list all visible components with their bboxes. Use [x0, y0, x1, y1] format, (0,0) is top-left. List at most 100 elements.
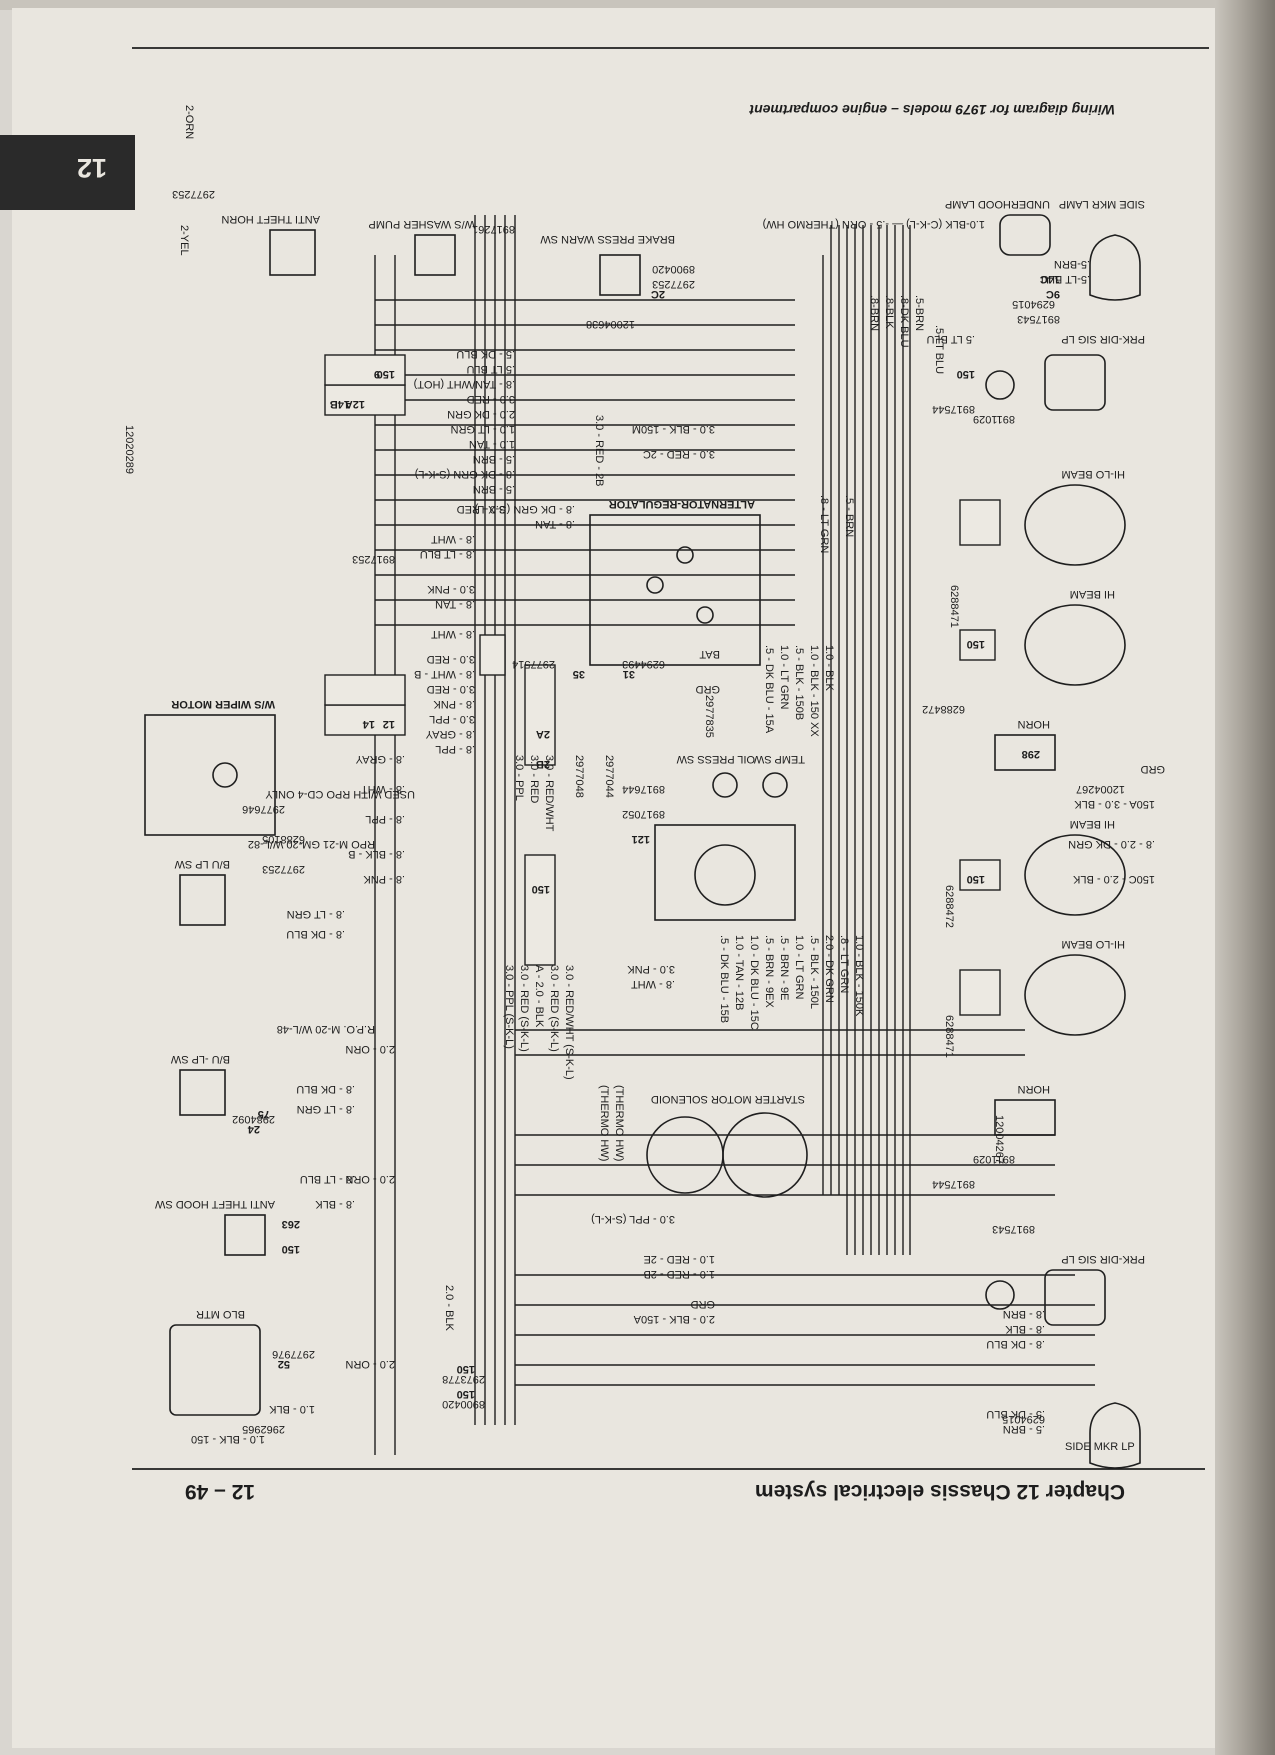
- wire-label: .8 - PNK: [363, 873, 405, 885]
- wire-label: .8 - TAN/WHT (HOT): [413, 378, 515, 390]
- wire-label: 3.0 - RED (S-K-L): [548, 965, 560, 1052]
- wire-label: .8-DK BLU: [898, 295, 910, 348]
- side-mkr-lamp-left-icon: [1089, 234, 1141, 301]
- part-number: 8917253: [352, 553, 395, 565]
- prk-dir-sig-lp-left: [985, 354, 1106, 411]
- prk-dir-sig-lp-right: [985, 1269, 1106, 1326]
- wire-label: 150A - 3.0 - BLK: [1074, 798, 1155, 810]
- wire-label: GRD: [695, 683, 720, 695]
- connector: [524, 854, 556, 966]
- wire-label: .8 - 2.0 - DK GRN: [1068, 838, 1155, 850]
- wire-label: .5 - DK BLU - 15A: [763, 645, 775, 734]
- bulkhead-connector: [324, 674, 406, 706]
- ws-washer-pump-group: [414, 234, 456, 276]
- wire-label: .8 - BLK - B: [348, 848, 405, 860]
- part-number: 8917261: [472, 223, 515, 235]
- starter-motor-solenoid-group: [646, 1112, 808, 1198]
- solenoid-icon: [646, 1116, 724, 1194]
- part-number: 8917544: [932, 403, 975, 415]
- part-number: 6288471: [943, 1015, 955, 1058]
- part-number: 2962965: [242, 1423, 285, 1435]
- bu-lp-sw-2-icon: [179, 1069, 226, 1116]
- part-number: 2977044: [603, 755, 615, 798]
- wire-label: .8 - GRAY: [425, 728, 475, 740]
- part-number: 2977048: [573, 755, 585, 798]
- starter-motor-solenoid-label: STARTER MOTOR SOLENOID: [650, 1093, 805, 1105]
- part-number: 8917544: [932, 1178, 975, 1190]
- horn-left-icon: [994, 734, 1056, 771]
- distributor-cap-icon: [694, 844, 756, 906]
- wire-label: .8 - TAN: [535, 518, 575, 530]
- connector-label: 121: [631, 833, 650, 845]
- part-number: 6288105: [262, 833, 305, 845]
- wire-label: .5 - BRN - 9E: [778, 935, 790, 1001]
- blo-mtr-label: BLO MTR: [196, 1308, 245, 1320]
- part-number: 8917644: [622, 783, 665, 795]
- headlamp-connector: [959, 859, 1001, 891]
- alternator-regulator-group: [589, 514, 761, 666]
- headlamp-connector: [959, 629, 996, 661]
- distributor-icon: [654, 824, 796, 921]
- horizontal-runs-lower: [375, 299, 795, 626]
- bulkhead-connector: [324, 354, 406, 386]
- wire-label: .8 - BLK: [315, 1198, 355, 1210]
- ws-wiper-motor-group: [144, 714, 276, 836]
- hi-beam-left-label: HI BEAM: [1069, 588, 1115, 600]
- wire-label: 1.0 - RED - 2E: [643, 1253, 715, 1265]
- connector-label: 2C: [650, 288, 665, 300]
- bu-lp-sw-2-label: B/U -LP SW: [170, 1053, 230, 1065]
- connector-label: 263: [281, 1218, 300, 1230]
- part-number: 12020289: [123, 425, 135, 474]
- fuse-block-connectors: [324, 354, 556, 966]
- wire-label: .8 - WHT - B: [414, 668, 475, 680]
- wire-label: 3.0 - RED: [426, 653, 475, 665]
- connector-label: 9C: [1045, 288, 1060, 300]
- wire-label: 1.0 - DK BLU - 15C: [748, 935, 760, 1030]
- underhood-lamp-label: UNDERHOOD LAMP: [944, 198, 1050, 210]
- diagram-title: Wiring diagram for 1979 models – engine …: [748, 102, 1115, 118]
- wire-label: .8 - LT GRN: [296, 1103, 355, 1115]
- connector-label: 2A: [535, 728, 550, 740]
- wire-label: .8 - LT GRN: [818, 495, 830, 554]
- side-mkr-lp-right-icon: [1089, 1402, 1141, 1469]
- oil-press-sw-label: OIL PRESS SW: [676, 753, 755, 765]
- wire-label: 3.0 - RED: [426, 683, 475, 695]
- bu-lp-sw-group: [179, 874, 226, 1116]
- hi-beam-right-label: HI BEAM: [1069, 818, 1115, 830]
- wire-label: 2.0 - ORN: [345, 1173, 395, 1185]
- wire-label: 1.0 - RED - 2B: [643, 1268, 715, 1280]
- wire-label: BAT: [699, 648, 720, 660]
- part-number: 6294015: [1002, 1413, 1045, 1425]
- wire-label: .5 - BRN - 9EX: [763, 935, 775, 1008]
- alternator-regulator-icon: [589, 514, 761, 666]
- wire-label: .8 - WHT: [431, 628, 475, 640]
- connector-label: 150: [456, 1363, 475, 1375]
- temp-sw-label: TEMP SW: [753, 753, 805, 765]
- wire-label: 1.0 - LT GRN: [450, 423, 515, 435]
- connector-label: 14B: [329, 398, 350, 410]
- part-number: 6288472: [943, 885, 955, 928]
- anti-theft-hood-sw-label: ANTI THEFT HOOD SW: [155, 1198, 275, 1210]
- book-spine-shadow: [1215, 0, 1275, 1755]
- connector-label: 24: [247, 1123, 260, 1135]
- wire-label: .8 - PPL: [365, 813, 405, 825]
- part-number: 8917543: [992, 1223, 1035, 1235]
- wire-label: 3.0 - PNK: [427, 583, 475, 595]
- headlamp-connector: [959, 969, 1001, 1016]
- wire-label: 2.0 - ORN: [345, 1043, 395, 1055]
- wire-label: 1.0 - LT GRN: [778, 645, 790, 710]
- bulb-icon: [985, 370, 1015, 400]
- oil-press-sw-icon: [712, 772, 738, 798]
- wire-label: .5 - BLK - 150L: [808, 935, 820, 1009]
- wire-label: .8 - DK GRN (S-X-L): [474, 503, 575, 515]
- hi-lo-beam-left-label: HI-LO BEAM: [1061, 468, 1125, 480]
- horn-right-icon: [994, 1099, 1056, 1136]
- wire-label: 3.0 - RED - 2C: [642, 448, 715, 460]
- wire-label: .5 - BLK - 150B: [793, 645, 805, 721]
- connector-label: 35: [572, 668, 585, 680]
- page-number: 12 – 49: [185, 1480, 255, 1503]
- prk-dir-sig-lp-left-icon: [1044, 354, 1106, 411]
- part-number: 6288471: [948, 585, 960, 628]
- connector-label: 150: [966, 873, 985, 885]
